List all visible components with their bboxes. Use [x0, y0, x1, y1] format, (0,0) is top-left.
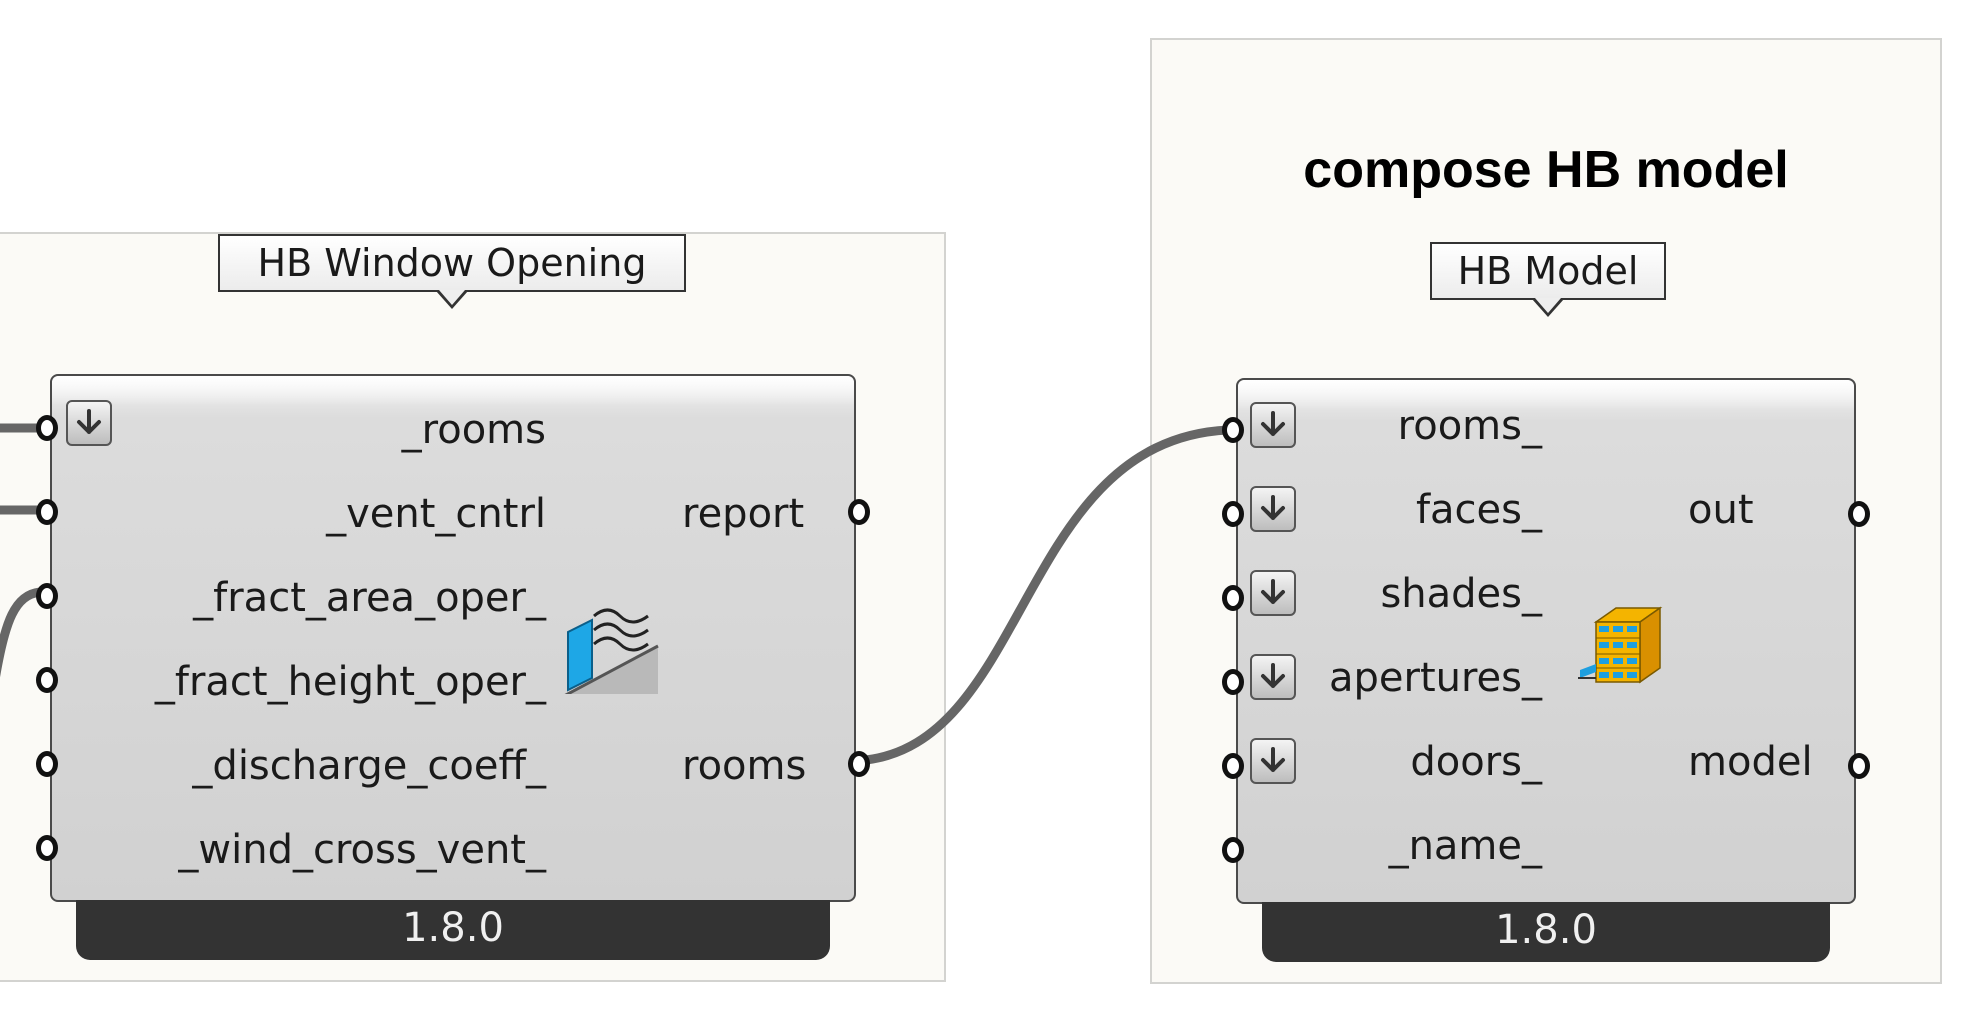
port-in-doors[interactable]	[1222, 753, 1244, 779]
hb-model-version-bar: 1.8.0	[1262, 902, 1830, 962]
window-opening-tooltip-text: HB Window Opening	[257, 241, 647, 285]
input-fract-height-oper: _fract_height_oper_	[154, 659, 546, 705]
port-in-discharge-coeff[interactable]	[36, 751, 58, 777]
port-in-faces[interactable]	[1222, 501, 1244, 527]
hb-model-tooltip: HB Model	[1430, 242, 1666, 317]
hb-model-icon	[1578, 606, 1663, 684]
input-rooms: rooms_	[1397, 403, 1542, 449]
flatten-arrow-icon	[1261, 747, 1285, 772]
input-apertures: apertures_	[1328, 655, 1542, 701]
output-model: model	[1688, 739, 1813, 785]
output-rooms: rooms	[682, 743, 807, 789]
port-in-apertures[interactable]	[1222, 669, 1244, 695]
port-in-fract-area-oper[interactable]	[36, 583, 58, 609]
port-in-name[interactable]	[1222, 837, 1244, 863]
window-opening-component[interactable]: _rooms _vent_cntrl _fract_area_oper_ _fr…	[50, 374, 856, 902]
window-opening-tooltip: HB Window Opening	[218, 234, 686, 309]
hb-model-tooltip-text: HB Model	[1457, 249, 1639, 293]
hb-model-component[interactable]: rooms_ faces_ shades_ apertures_ doors_ …	[1236, 378, 1856, 904]
input-discharge-coeff: _discharge_coeff_	[192, 743, 546, 789]
input-wind-cross-vent: _wind_cross_vent_	[178, 827, 546, 873]
window-opening-version: 1.8.0	[402, 905, 504, 951]
hb-model-version: 1.8.0	[1495, 907, 1597, 953]
flatten-toggle-rooms[interactable]	[1250, 402, 1296, 448]
flatten-toggle-faces[interactable]	[1250, 486, 1296, 532]
window-opening-version-bar: 1.8.0	[76, 900, 830, 960]
port-out-rooms[interactable]	[848, 751, 870, 777]
input-rooms: _rooms	[401, 407, 546, 453]
flatten-toggle-shades[interactable]	[1250, 570, 1296, 616]
flatten-arrow-icon	[1261, 495, 1285, 520]
window-opening-icon	[564, 608, 659, 694]
flatten-arrow-icon	[1261, 663, 1285, 688]
flatten-arrow-icon	[1261, 579, 1285, 604]
input-faces: faces_	[1415, 487, 1542, 533]
input-shades: shades_	[1380, 571, 1542, 617]
port-out-model[interactable]	[1848, 753, 1870, 779]
flatten-toggle-apertures[interactable]	[1250, 654, 1296, 700]
port-out-out[interactable]	[1848, 501, 1870, 527]
flatten-toggle[interactable]	[66, 400, 112, 446]
port-out-report[interactable]	[848, 499, 870, 525]
input-vent-cntrl: _vent_cntrl	[326, 491, 546, 537]
port-in-rooms[interactable]	[36, 415, 58, 441]
port-in-fract-height-oper[interactable]	[36, 667, 58, 693]
flatten-arrow-icon	[77, 409, 101, 434]
input-name: _name_	[1388, 823, 1542, 869]
port-in-shades[interactable]	[1222, 585, 1244, 611]
input-doors: doors_	[1410, 739, 1542, 785]
output-out: out	[1688, 487, 1754, 533]
input-fract-area-oper: _fract_area_oper_	[193, 575, 546, 621]
flatten-arrow-icon	[1261, 411, 1285, 436]
group-title: compose HB model	[1303, 141, 1789, 199]
port-in-wind-cross-vent[interactable]	[36, 835, 58, 861]
port-in-rooms[interactable]	[1222, 417, 1244, 443]
flatten-toggle-doors[interactable]	[1250, 738, 1296, 784]
port-in-vent-cntrl[interactable]	[36, 499, 58, 525]
output-report: report	[682, 491, 805, 537]
